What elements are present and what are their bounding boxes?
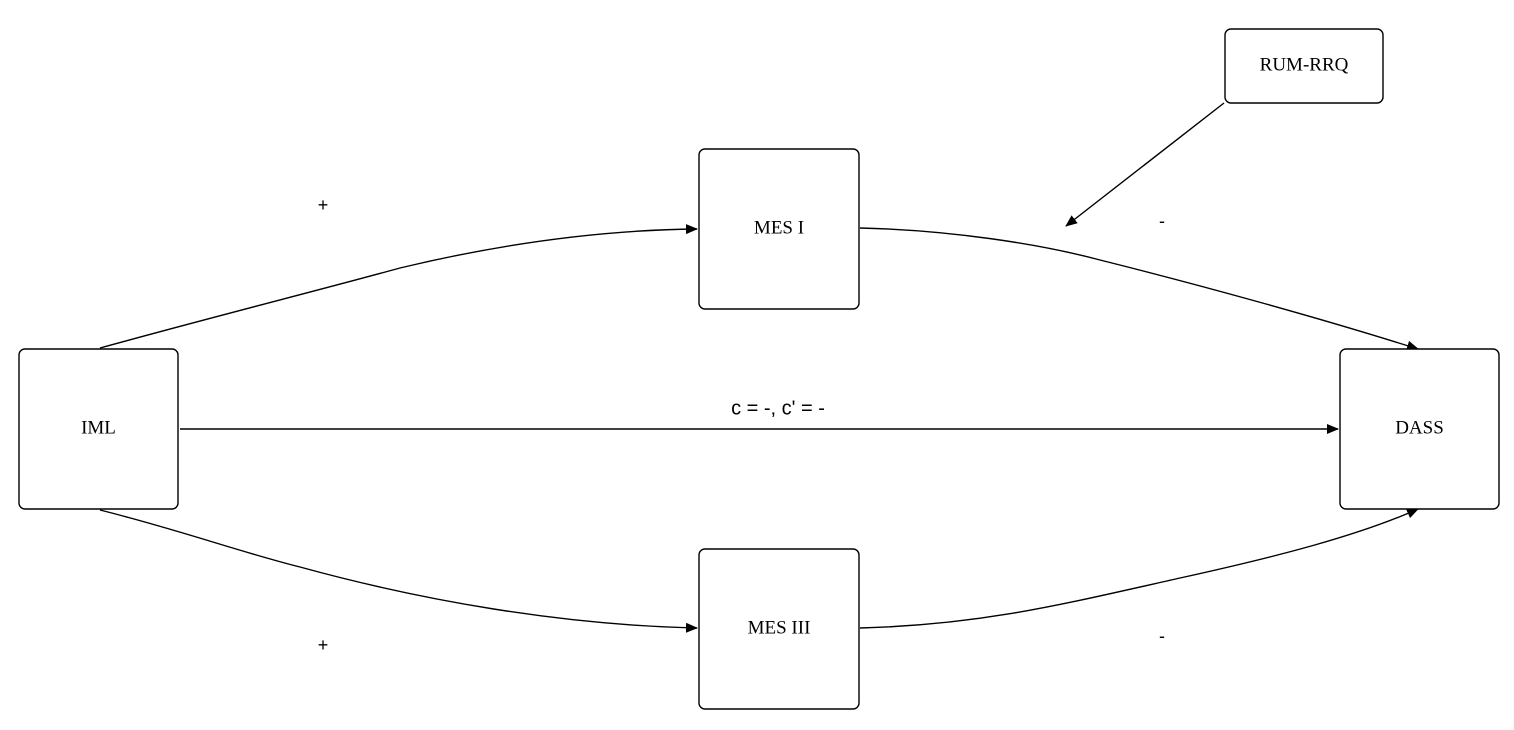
node-moderator-label: RUM-RRQ xyxy=(1260,54,1349,75)
edge-mes3-to-dass xyxy=(859,508,1419,629)
node-moderator: RUM-RRQ xyxy=(1224,28,1384,104)
sign-iml-mes3: + xyxy=(318,635,329,655)
sign-mes3-dass: - xyxy=(1159,626,1165,646)
sign-mes1-dass: - xyxy=(1159,211,1165,231)
node-mes3: MES III xyxy=(698,548,860,710)
edge-iml-to-mes3 xyxy=(99,509,698,633)
node-mes1: MES I xyxy=(698,148,860,310)
edge-mes1-to-dass xyxy=(859,227,1419,351)
node-mes1-label: MES I xyxy=(754,217,804,238)
edge-iml-to-mes1 xyxy=(99,224,698,349)
direct-path-label: c = -, c' = - xyxy=(731,397,825,419)
sign-iml-mes1: + xyxy=(318,195,329,215)
node-iml-label: IML xyxy=(81,417,116,438)
node-dass-label: DASS xyxy=(1395,417,1444,438)
node-iml: IML xyxy=(18,348,179,510)
edge-moderator-to-path xyxy=(1065,102,1225,227)
node-dass: DASS xyxy=(1339,348,1500,510)
node-mes3-label: MES III xyxy=(748,617,811,638)
